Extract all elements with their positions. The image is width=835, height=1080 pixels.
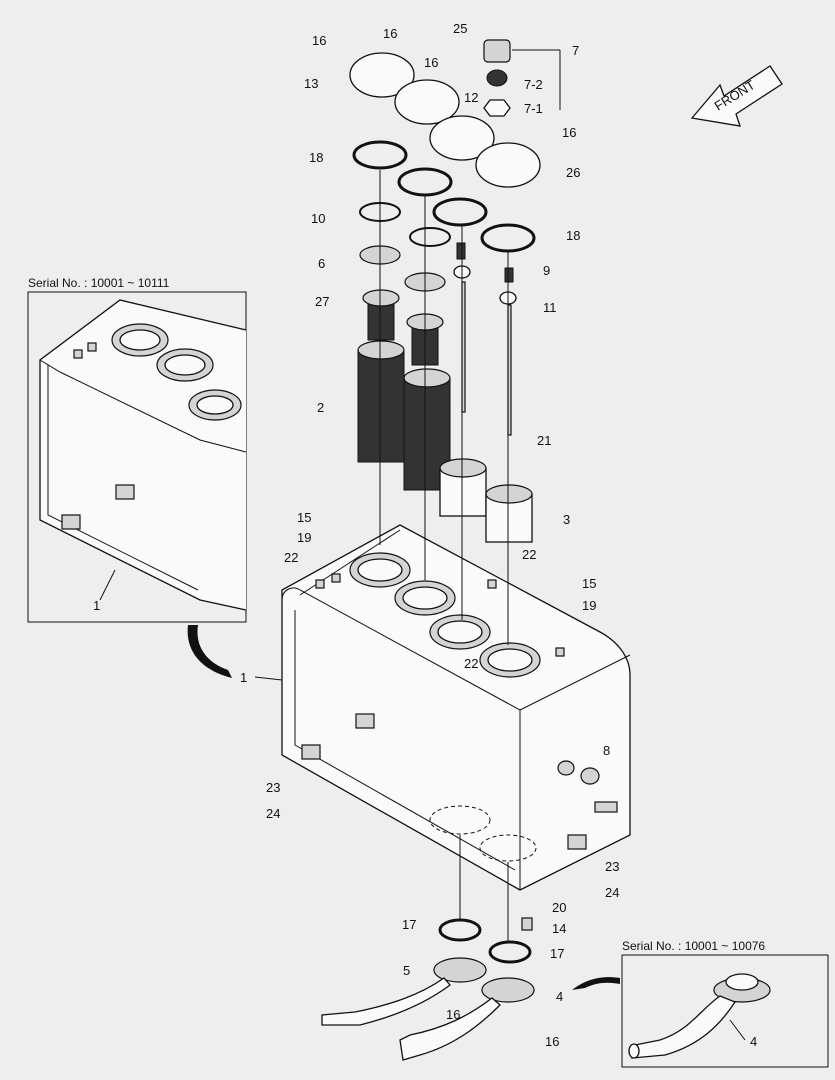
callout-2: 2: [317, 400, 324, 415]
callout-16: 16: [312, 33, 326, 48]
callout-3: 3: [563, 512, 570, 527]
callout-7-2: 7-2: [524, 77, 543, 92]
inset-tank-left: [39, 299, 247, 611]
callout-9: 9: [543, 263, 550, 278]
callout-11: 11: [543, 300, 557, 315]
callout-1-inset: 1: [93, 598, 100, 613]
callout-7-1: 7-1: [524, 101, 543, 116]
callout-24: 24: [605, 885, 619, 900]
callout-4-inset: 4: [750, 1034, 757, 1049]
covers: [349, 39, 541, 188]
callout-25: 25: [453, 21, 467, 36]
callout-15: 15: [297, 510, 311, 525]
callout-19: 19: [582, 598, 596, 613]
callout-16: 16: [446, 1007, 460, 1022]
callout-1: 1: [240, 670, 247, 685]
callout-13: 13: [304, 76, 318, 91]
hydraulic-tank: [281, 524, 631, 891]
callout-16: 16: [562, 125, 576, 140]
callouts: 16 16 16 25 7 7-2 7-1 13 12 16 26 18 10 …: [93, 21, 757, 1049]
nut-7-1: [483, 99, 511, 117]
callout-26: 26: [566, 165, 580, 180]
inset-suction-pipe: [628, 973, 771, 1059]
filter-element-3b: [485, 493, 533, 543]
callout-24: 24: [266, 806, 280, 821]
pointer-arrow-left: [187, 625, 232, 678]
callout-15: 15: [582, 576, 596, 591]
cover-12b: [429, 115, 495, 161]
breather-cap-7: [483, 39, 511, 63]
callout-14: 14: [552, 921, 566, 936]
filters: [357, 340, 533, 543]
cover-12a: [394, 79, 460, 125]
callout-22: 22: [464, 656, 478, 671]
callout-19: 19: [297, 530, 311, 545]
callout-16: 16: [545, 1034, 559, 1049]
callout-18: 18: [566, 228, 580, 243]
callout-17: 17: [550, 946, 564, 961]
callout-27: 27: [315, 294, 329, 309]
callout-18: 18: [309, 150, 323, 165]
callout-6: 6: [318, 256, 325, 271]
front-arrow: [690, 65, 783, 127]
filter-element-2a: [357, 349, 405, 463]
cover-26: [475, 142, 541, 188]
callout-20: 20: [552, 900, 566, 915]
callout-4: 4: [556, 989, 563, 1004]
callout-23: 23: [266, 780, 280, 795]
callout-16: 16: [424, 55, 438, 70]
callout-7: 7: [572, 43, 579, 58]
callout-12: 12: [464, 90, 478, 105]
callout-5: 5: [403, 963, 410, 978]
leader-lines: [99, 49, 746, 1041]
inset-frame-right: [621, 954, 829, 1068]
callout-17: 17: [402, 917, 416, 932]
pointer-arrow-right: [572, 977, 620, 990]
callout-21: 21: [537, 433, 551, 448]
callout-22: 22: [284, 550, 298, 565]
callout-22: 22: [522, 547, 536, 562]
callout-23: 23: [605, 859, 619, 874]
callout-8: 8: [603, 743, 610, 758]
callout-10: 10: [311, 211, 325, 226]
serial-range-right: Serial No. : 10001 ~ 10076: [622, 939, 765, 953]
serial-range-left: Serial No. : 10001 ~ 10111: [28, 276, 170, 290]
callout-16: 16: [383, 26, 397, 41]
cover-13: [349, 52, 415, 98]
element-7-2: [486, 69, 508, 87]
suction-pipes: [321, 917, 535, 1061]
